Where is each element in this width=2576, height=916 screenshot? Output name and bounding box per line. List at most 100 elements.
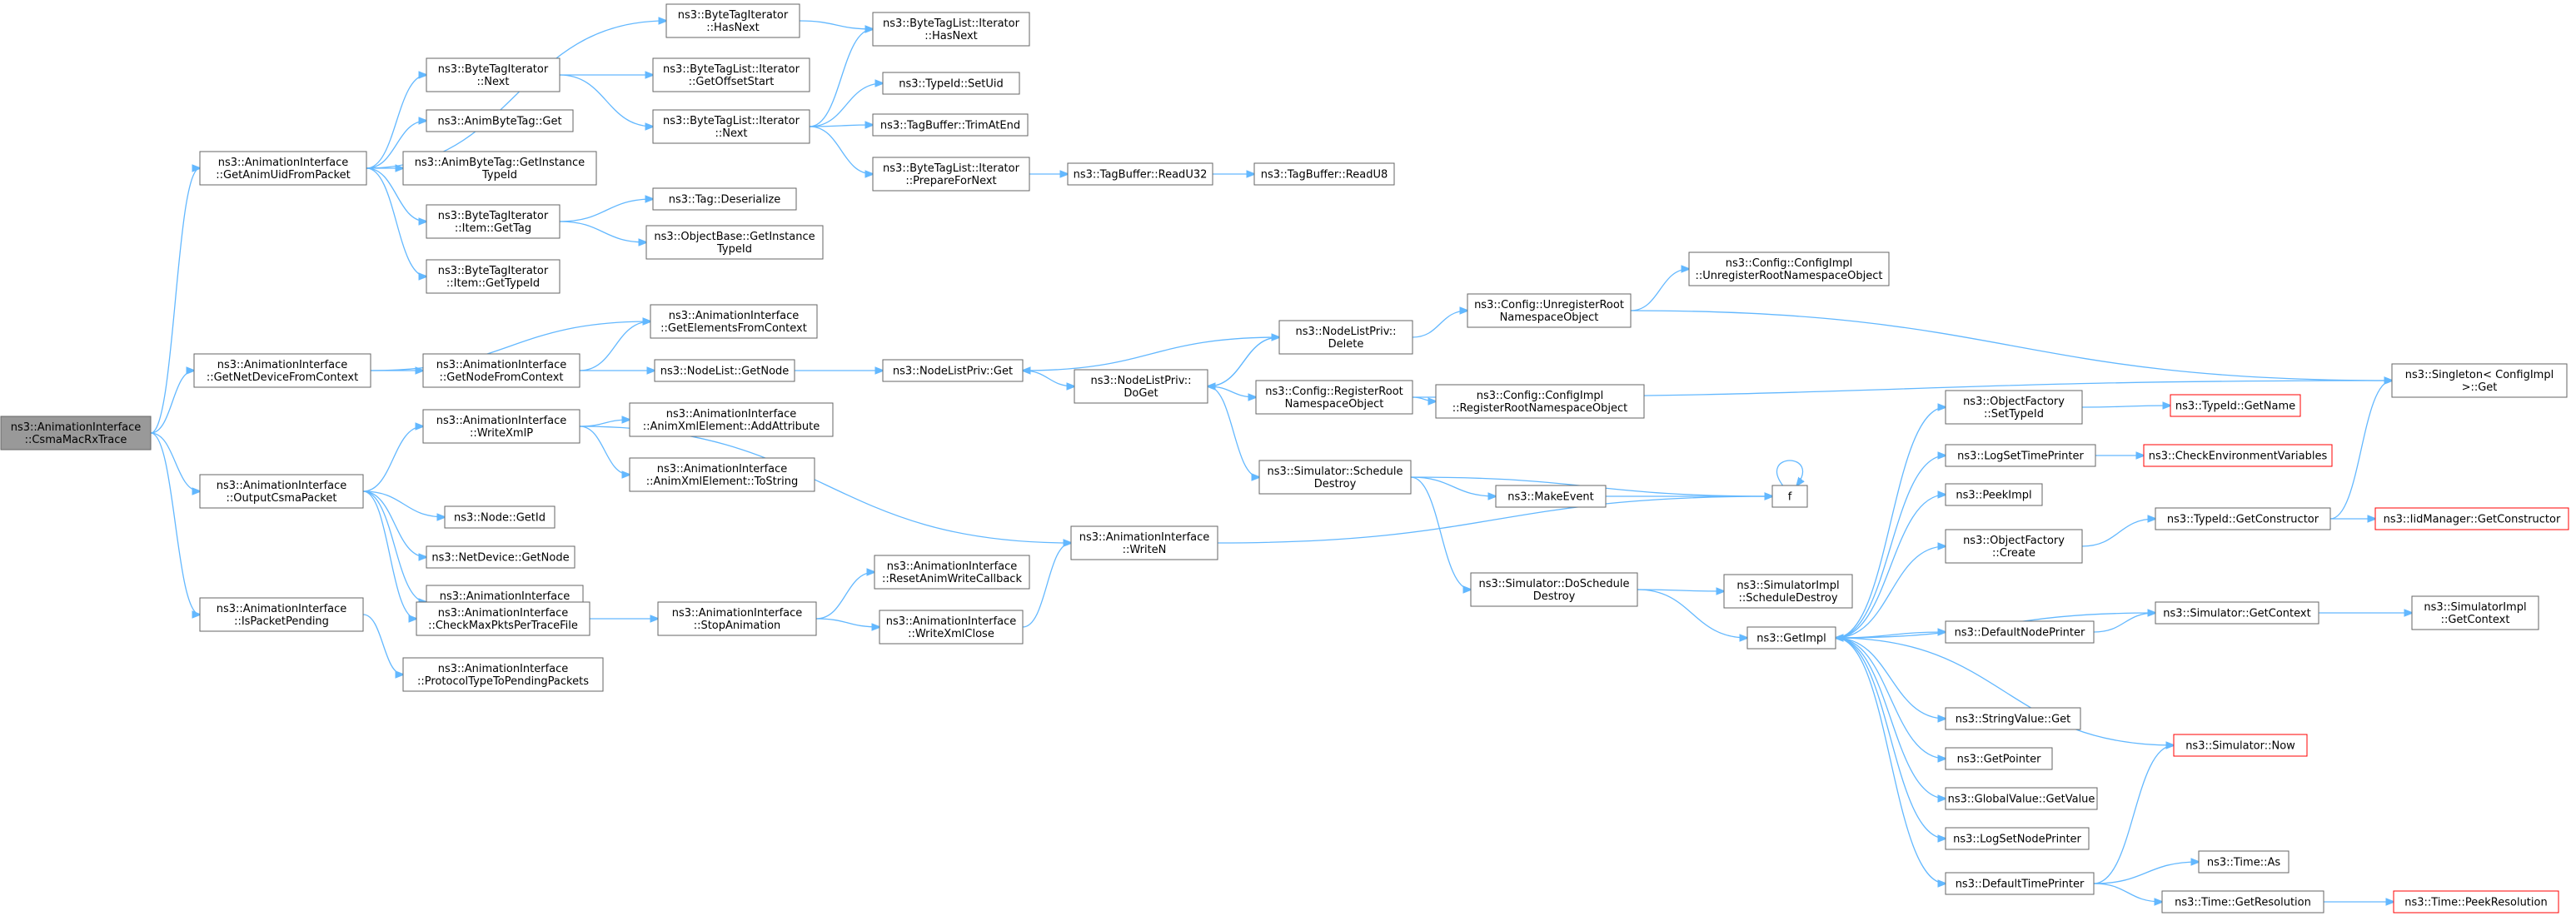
node-simImplGetCtx[interactable]: ns3::SimulatorImpl::GetContext (2411, 595, 2539, 630)
node-iidMgr[interactable]: ns3::IidManager::GetConstructor (2374, 507, 2569, 530)
node-box (1945, 747, 2053, 770)
node-btlHasNext[interactable]: ns3::ByteTagList::Iterator::HasNext (872, 12, 1030, 47)
node-btiNext[interactable]: ns3::ByteTagIterator::Next (426, 57, 561, 92)
node-root[interactable]: ns3::AnimationInterface::CsmaMacRxTrace (0, 416, 152, 451)
node-label: ns3::TypeId::GetConstructor (2167, 514, 2319, 526)
node-stopAnim[interactable]: ns3::AnimationInterface::StopAnimation (657, 601, 817, 636)
node-label: ns3::Time::As (2207, 857, 2281, 869)
node-makeEvent[interactable]: ns3::MakeEvent (1495, 485, 1607, 508)
node-globalVal[interactable]: ns3::GlobalValue::GetValue (1945, 787, 2098, 810)
node-nlpGet[interactable]: ns3::NodeListPriv::Get (882, 359, 1024, 382)
node-simSchedDestroy[interactable]: ns3::Simulator::ScheduleDestroy (1258, 460, 1412, 495)
node-nlpDoGet[interactable]: ns3::NodeListPriv::DoGet (1074, 369, 1208, 404)
edge-btiNext-to-btlNext (559, 74, 653, 127)
node-typeIdSetUid[interactable]: ns3::TypeId::SetUid (882, 72, 1020, 95)
node-peekImpl[interactable]: ns3::PeekImpl (1945, 483, 2043, 506)
node-getAnimUid[interactable]: ns3::AnimationInterface::GetAnimUidFromP… (199, 151, 367, 186)
node-nlpDelete[interactable]: ns3::NodeListPriv::Delete (1278, 320, 1413, 355)
node-getNetDev[interactable]: ns3::AnimationInterface::GetNetDeviceFro… (193, 353, 371, 388)
edge-outputCsma-to-checkMax (362, 490, 416, 619)
node-getPointer[interactable]: ns3::GetPointer (1945, 747, 2053, 770)
node-tagDeser[interactable]: ns3::Tag::Deserialize (652, 187, 797, 211)
edge-btiHasNext-to-btlHasNext (799, 20, 873, 29)
node-label: ns3::TypeId::SetUid (899, 78, 1003, 91)
node-label: ns3::AnimationInterface (436, 415, 567, 427)
node-btlNext[interactable]: ns3::ByteTagList::Iterator::Next (652, 109, 810, 144)
node-label: ns3::ByteTagIterator (438, 210, 549, 222)
node-defTimePrinter[interactable]: ns3::DefaultTimePrinter (1945, 872, 2095, 895)
node-getElems[interactable]: ns3::AnimationInterface::GetElementsFrom… (650, 304, 818, 339)
edge-getNodeCtx-to-getElems (579, 321, 650, 371)
node-getNodeCtx[interactable]: ns3::AnimationInterface::GetNodeFromCont… (422, 353, 580, 388)
node-box (1435, 384, 1645, 419)
node-simGetContext[interactable]: ns3::Simulator::GetContext (2155, 601, 2319, 625)
node-timeAs[interactable]: ns3::Time::As (2198, 850, 2290, 874)
node-box (1470, 572, 1638, 607)
node-box (2173, 734, 2308, 757)
edge-cfgUnreg-to-cfgImplUnreg (1630, 269, 1689, 311)
node-netDevGetNode[interactable]: ns3::NetDevice::GetNode (426, 545, 575, 569)
node-simNow[interactable]: ns3::Simulator::Now (2173, 734, 2308, 757)
node-box (1074, 369, 1208, 404)
node-defNodePrinter[interactable]: ns3::DefaultNodePrinter (1945, 620, 2095, 644)
node-simImplSched[interactable]: ns3::SimulatorImpl::ScheduleDestroy (1723, 574, 1853, 609)
node-label: Delete (1328, 338, 1364, 351)
node-cfgImplReg[interactable]: ns3::Config::ConfigImpl::RegisterRootNam… (1435, 384, 1645, 419)
node-typeIdGetCons[interactable]: ns3::TypeId::GetConstructor (2155, 507, 2331, 530)
node-box (426, 259, 561, 294)
node-box (402, 657, 604, 692)
node-timeGetRes[interactable]: ns3::Time::GetResolution (2161, 890, 2324, 914)
edge-getImpl-to-getPointer (1835, 637, 1946, 759)
node-singleton[interactable]: ns3::Singleton< ConfigImpl>::Get (2391, 363, 2568, 398)
node-nodeGetId[interactable]: ns3::Node::GetId (444, 505, 556, 529)
node-addAttr[interactable]: ns3::AnimationInterface::AnimXmlElement:… (629, 402, 834, 437)
node-f[interactable]: f (1771, 485, 1808, 508)
node-cfgReg[interactable]: ns3::Config::RegisterRootNamespaceObject (1255, 380, 1413, 415)
node-label: ns3::LogSetNodePrinter (1953, 834, 2081, 846)
node-tbTrim[interactable]: ns3::TagBuffer::TrimAtEnd (872, 113, 1029, 137)
node-btlGetOffset[interactable]: ns3::ByteTagList::Iterator::GetOffsetSta… (652, 57, 810, 92)
node-cfgImplUnreg[interactable]: ns3::Config::ConfigImpl::UnregisterRootN… (1688, 251, 1890, 286)
node-label: f (1788, 491, 1792, 504)
node-tbReadU8[interactable]: ns3::TagBuffer::ReadU8 (1253, 162, 1395, 186)
node-protoType[interactable]: ns3::AnimationInterface::ProtocolTypeToP… (402, 657, 604, 692)
node-btiHasNext[interactable]: ns3::ByteTagIterator::HasNext (665, 3, 800, 38)
node-ofSetTypeId[interactable]: ns3::ObjectFactory::SetTypeId (1945, 390, 2083, 425)
node-abtGet[interactable]: ns3::AnimByteTag::Get (426, 109, 574, 132)
node-typeIdGetName[interactable]: ns3::TypeId::GetName (2170, 394, 2301, 417)
node-writeXmlP[interactable]: ns3::AnimationInterface::WriteXmlP (422, 409, 580, 444)
node-timePeekRes[interactable]: ns3::Time::PeekResolution (2393, 890, 2559, 914)
node-label: ns3::AnimationInterface (217, 359, 348, 371)
node-btiItemGetTypeId[interactable]: ns3::ByteTagIterator::Item::GetTypeId (426, 259, 561, 294)
node-checkEnv[interactable]: ns3::CheckEnvironmentVariables (2143, 444, 2333, 467)
node-cfgUnreg[interactable]: ns3::Config::UnregisterRootNamespaceObje… (1467, 293, 1632, 328)
node-resetCb[interactable]: ns3::AnimationInterface::ResetAnimWriteC… (874, 555, 1030, 590)
node-tbReadU32[interactable]: ns3::TagBuffer::ReadU32 (1067, 162, 1213, 186)
node-getImpl[interactable]: ns3::GetImpl (1746, 626, 1836, 650)
edge-simSchedDestroy-to-simDoSched (1410, 476, 1471, 590)
node-label: ::Item::GetTypeId (446, 277, 540, 290)
edge-getImpl-to-globalVal (1835, 637, 1946, 799)
edge-defNodePrinter-to-simGetContext (2093, 613, 2155, 633)
edge-simDoSched-to-simImplSched (1637, 590, 1724, 591)
node-btlPrep[interactable]: ns3::ByteTagList::Iterator::PrepareForNe… (872, 157, 1030, 192)
node-label: ns3::ByteTagList::Iterator (883, 162, 1020, 175)
node-outputCsma[interactable]: ns3::AnimationInterface::OutputCsmaPacke… (199, 474, 364, 509)
node-logSetTime[interactable]: ns3::LogSetTimePrinter (1945, 444, 2096, 467)
node-stringValGet[interactable]: ns3::StringValue::Get (1945, 707, 2081, 730)
node-writeN[interactable]: ns3::AnimationInterface::WriteN (1070, 525, 1218, 560)
node-btiItemGetTag[interactable]: ns3::ByteTagIterator::Item::GetTag (426, 204, 561, 239)
node-toString[interactable]: ns3::AnimationInterface::AnimXmlElement:… (629, 457, 815, 492)
node-logSetNode[interactable]: ns3::LogSetNodePrinter (1945, 827, 2090, 850)
node-writeXmlClose[interactable]: ns3::AnimationInterface::WriteXmlClose (879, 610, 1024, 645)
node-checkMax[interactable]: ns3::AnimationInterface::CheckMaxPktsPer… (416, 601, 590, 636)
node-box (872, 113, 1029, 137)
edge-simNow-to-getImpl (1836, 638, 2175, 746)
node-label: ns3::TagBuffer::TrimAtEnd (880, 120, 1020, 132)
node-nodeListGetNode[interactable]: ns3::NodeList::GetNode (654, 359, 795, 382)
node-ofCreate[interactable]: ns3::ObjectFactory::Create (1945, 529, 2083, 564)
node-isPending[interactable]: ns3::AnimationInterface::IsPacketPending (199, 597, 364, 632)
